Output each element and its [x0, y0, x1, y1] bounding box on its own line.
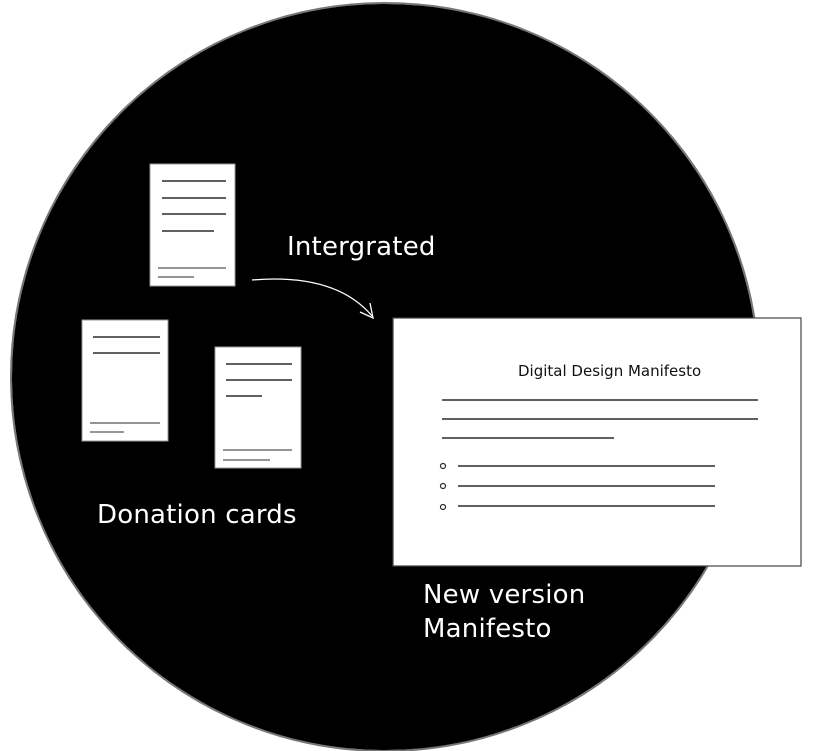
bullet-icon	[439, 462, 447, 470]
donation-card-left	[81, 319, 169, 442]
donation-card-top	[149, 163, 236, 287]
new-version-label-line1: New version	[423, 580, 586, 610]
bullet-icon	[439, 503, 447, 511]
bullet-icon	[439, 482, 447, 490]
manifesto-title: Digital Design Manifesto	[518, 362, 702, 380]
integration-arrow	[251, 278, 374, 320]
donation-cards-label: Donation cards	[97, 500, 297, 530]
new-version-label-line2: Manifesto	[423, 614, 552, 644]
donation-card-right	[214, 346, 302, 469]
manifesto-document	[392, 317, 802, 567]
integrated-label: Intergrated	[287, 232, 436, 262]
